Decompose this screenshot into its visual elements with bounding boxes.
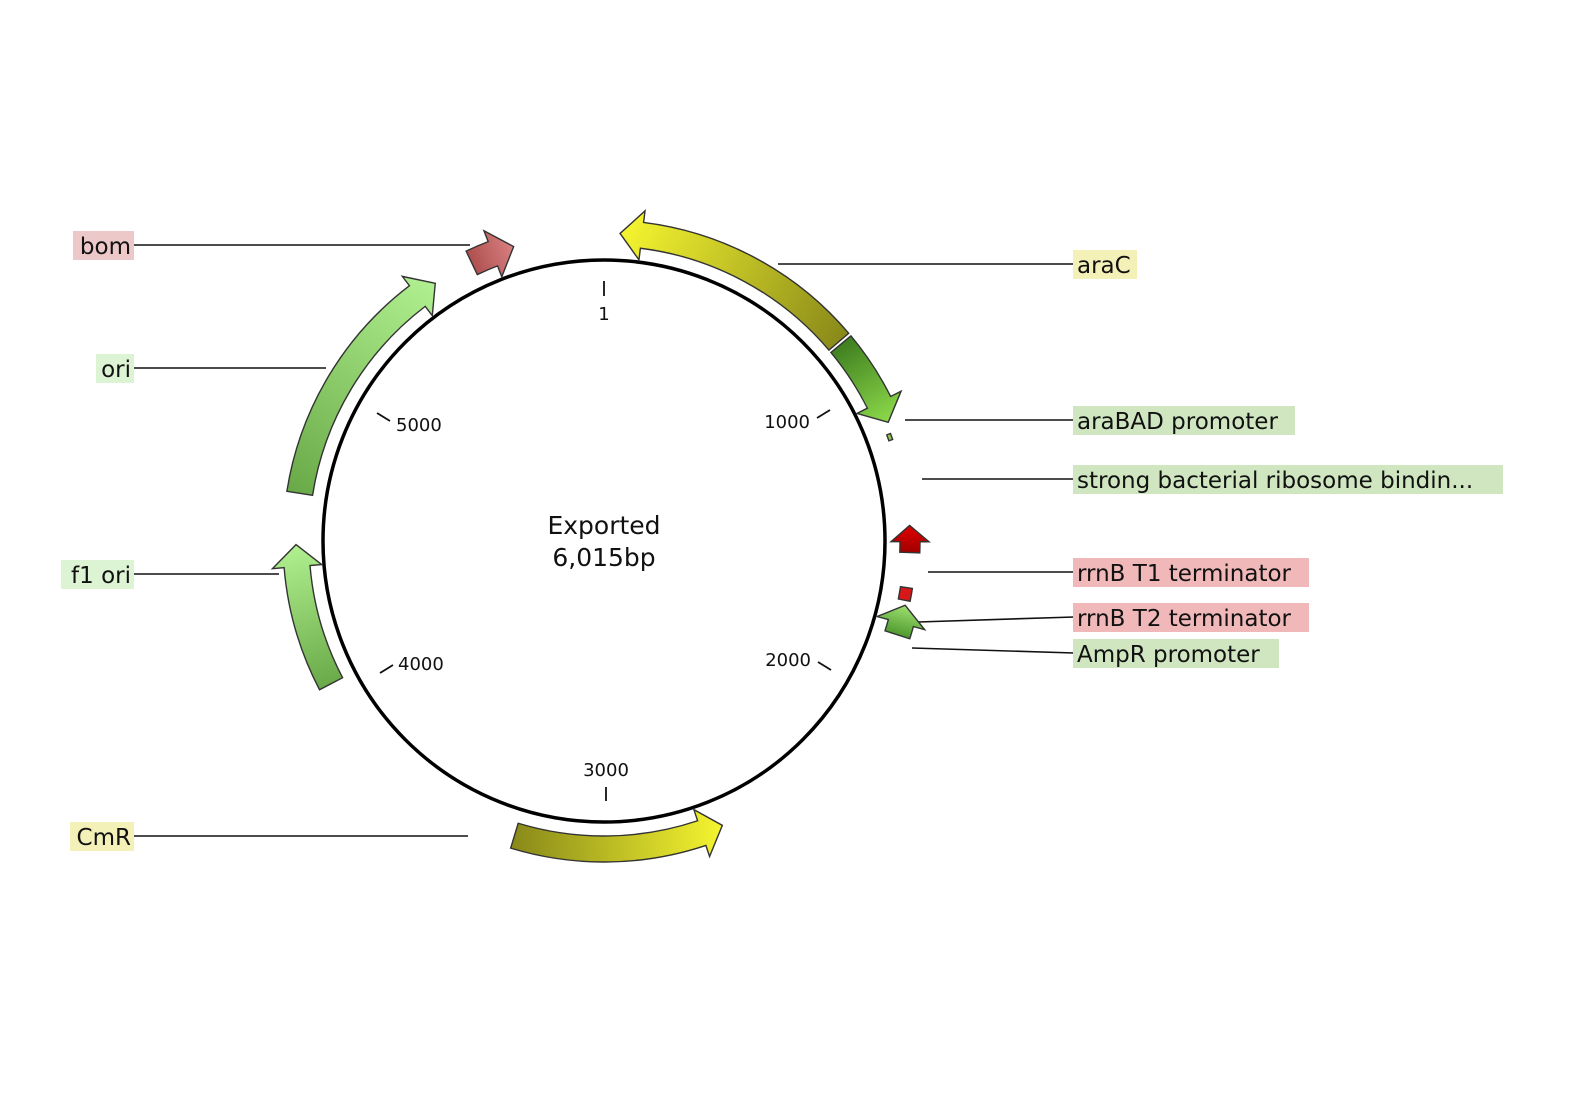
label-bom[interactable]: bom <box>73 231 134 260</box>
label-text-rbs: strong bacterial ribosome bindin... <box>1077 468 1473 494</box>
label-text-f1-ori: f1 ori <box>71 563 131 589</box>
plasmid-name: Exported <box>547 511 660 540</box>
feature-arrow-rrnB-T1[interactable] <box>889 524 931 554</box>
label-bg-AmpR-promoter <box>1073 639 1279 668</box>
label-araBAD-promoter[interactable]: araBAD promoter <box>1073 406 1295 435</box>
label-rrnB-T1[interactable]: rrnB T1 terminator <box>1073 558 1309 587</box>
plasmid-backbone <box>321 258 887 824</box>
tick-marks: 1 1000 2000 3000 4000 5000 <box>376 281 832 801</box>
feature-arrow-rbs[interactable] <box>885 432 894 442</box>
feature-arrow-araBAD-promoter[interactable] <box>829 334 903 424</box>
label-rbs[interactable]: strong bacterial ribosome bindin... <box>1073 465 1503 494</box>
label-ori[interactable]: ori <box>96 354 134 383</box>
feature-arrow-AmpR-promoter[interactable] <box>874 604 927 640</box>
label-bg-CmR <box>70 822 134 851</box>
label-text-rrnB-T1: rrnB T1 terminator <box>1077 561 1292 587</box>
label-text-AmpR-promoter: AmpR promoter <box>1077 642 1260 668</box>
label-text-araC: araC <box>1077 253 1131 279</box>
feature-arrow-CmR[interactable] <box>509 808 724 863</box>
label-bg-araC <box>1073 250 1137 279</box>
label-araC[interactable]: araC <box>1073 250 1137 279</box>
label-CmR[interactable]: CmR <box>70 822 134 851</box>
label-text-rrnB-T2: rrnB T2 terminator <box>1077 606 1292 632</box>
feature-labels: araC araBAD promoter strong bacterial ri… <box>61 231 1503 851</box>
tick-label-1000: 1000 <box>764 412 810 433</box>
label-f1-ori[interactable]: f1 ori <box>61 560 134 589</box>
label-text-ori: ori <box>101 357 131 383</box>
label-bg-araBAD-promoter <box>1073 406 1295 435</box>
label-text-bom: bom <box>80 234 131 260</box>
label-bg-rbs <box>1073 465 1503 494</box>
feature-arrow-f1-ori[interactable] <box>270 543 344 691</box>
tick-label-2000: 2000 <box>765 650 811 671</box>
label-bg-bom <box>73 231 134 260</box>
label-bg-ori <box>96 354 134 383</box>
tick-mark-5000 <box>376 412 391 422</box>
feature-layer <box>270 209 931 863</box>
tick-label-4000: 4000 <box>398 654 444 675</box>
leader-line-rrnB-T2 <box>917 616 1075 623</box>
feature-arrow-rrnB-T2[interactable] <box>897 585 914 603</box>
tick-mark-1000 <box>816 409 831 419</box>
leader-line-AmpR-promoter <box>911 647 1075 654</box>
label-bg-f1-ori <box>61 560 134 589</box>
label-text-araBAD-promoter: araBAD promoter <box>1077 409 1278 435</box>
label-AmpR-promoter[interactable]: AmpR promoter <box>1073 639 1279 668</box>
plasmid-length: 6,015bp <box>552 543 655 572</box>
leader-lines <box>134 244 1075 837</box>
feature-arrow-ori[interactable] <box>286 275 437 497</box>
tick-label-1: 1 <box>598 304 609 325</box>
tick-label-5000: 5000 <box>396 415 442 436</box>
label-rrnB-T2[interactable]: rrnB T2 terminator <box>1073 603 1309 632</box>
label-bg-rrnB-T1 <box>1073 558 1309 587</box>
tick-label-3000: 3000 <box>583 760 629 781</box>
tick-mark-4000 <box>379 664 394 674</box>
feature-arrow-araC[interactable] <box>619 209 850 352</box>
label-bg-rrnB-T2 <box>1073 603 1309 632</box>
feature-arrow-bom[interactable] <box>465 229 515 279</box>
label-text-CmR: CmR <box>77 825 131 851</box>
tick-mark-2000 <box>817 661 832 671</box>
